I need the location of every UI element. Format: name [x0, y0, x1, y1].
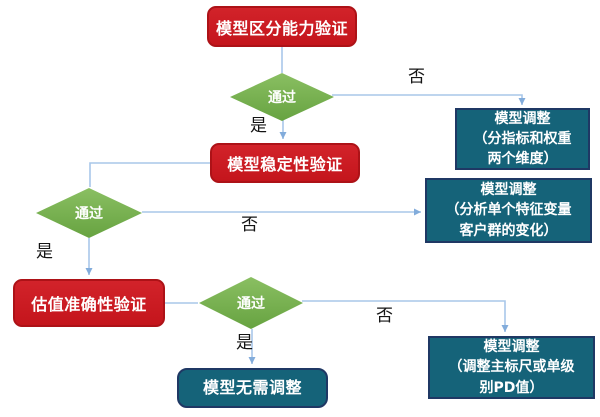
connector-stability-to-decision2 [89, 162, 210, 187]
adjustment-3-line: 别PD值） [479, 379, 544, 396]
adjustment-2-line: （分析单个特征变量 [445, 202, 572, 219]
edge-label-no-2: 否 [241, 215, 258, 235]
adjustment-3-line: （调整主标尺或单级 [448, 359, 575, 376]
adjustment-2-line: 模型调整 [480, 182, 537, 199]
adjustment-3-line: 模型调整 [483, 339, 540, 356]
node-model-adjustment-1: 模型调整 （分指标和权重 两个维度） [455, 108, 590, 170]
adjustment-1-line: 模型调整 [494, 110, 551, 127]
connector-decision3-no-to-adjust3 [302, 300, 509, 332]
edge-label-no-3: 否 [376, 306, 393, 326]
node-model-adjustment-2: 模型调整 （分析单个特征变量 客户群的变化） [425, 178, 592, 243]
edge-label-yes-3: 是 [236, 333, 253, 353]
node-model-adjustment-3: 模型调整 （调整主标尺或单级 别PD值） [428, 336, 595, 399]
node-model-discrimination-validation: 模型区分能力验证 [207, 6, 357, 47]
adjustment-1-line: 两个维度） [487, 151, 558, 168]
adjustment-1-line: （分指标和权重 [473, 130, 572, 147]
edge-label-yes-2: 是 [36, 242, 53, 262]
edge-label-no-1: 否 [408, 67, 425, 87]
edge-label-yes-1: 是 [250, 116, 267, 136]
adjustment-2-line: 客户群的变化） [459, 222, 558, 239]
node-valuation-accuracy-validation: 估值准确性验证 [13, 279, 165, 327]
node-no-adjustment-needed: 模型无需调整 [177, 368, 328, 408]
connector-decision1-no-to-adjust1 [332, 94, 526, 105]
node-model-stability-validation: 模型稳定性验证 [210, 143, 360, 183]
